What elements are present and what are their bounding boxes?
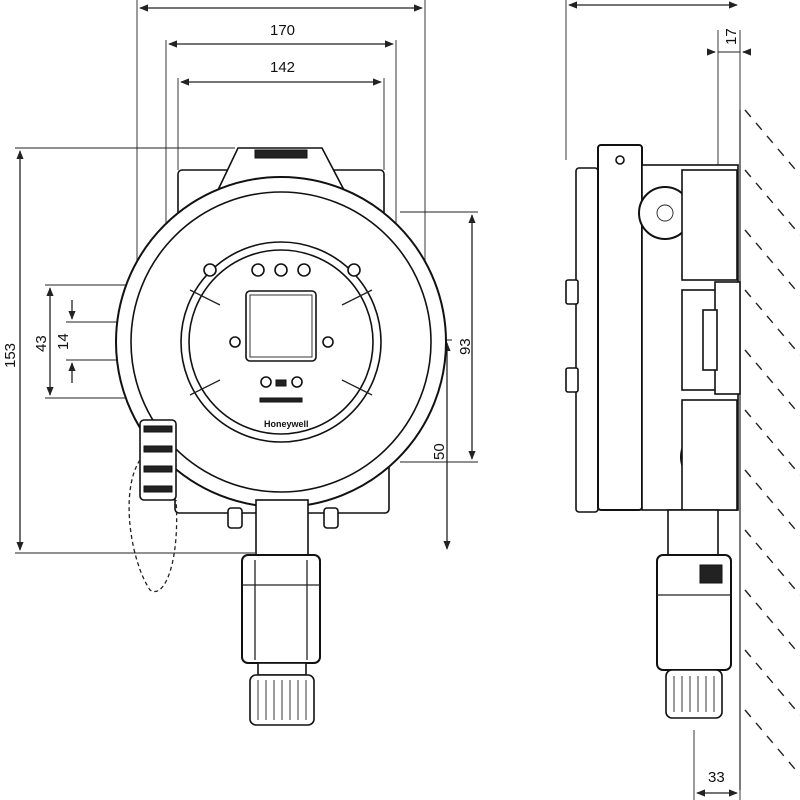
dimension-top: 170 142 bbox=[136, 0, 426, 290]
front-view: 170 142 153 43 14 93 bbox=[2, 0, 478, 726]
dim-14-label: 14 bbox=[55, 333, 72, 350]
dim-142-label: 142 bbox=[270, 59, 295, 76]
dim-33-label: 33 bbox=[708, 769, 725, 786]
dimension-right: 93 50 bbox=[400, 211, 478, 550]
dim-93-label: 93 bbox=[457, 338, 474, 355]
dim-17-label: 17 bbox=[723, 28, 740, 45]
dim-153-label: 153 bbox=[2, 343, 19, 368]
dim-50-label: 50 bbox=[431, 443, 448, 460]
dim-170-label: 170 bbox=[270, 22, 295, 39]
dim-43-label: 43 bbox=[33, 335, 50, 352]
side-view: 17 33 bbox=[565, 0, 800, 800]
dimension-left: 153 43 14 bbox=[2, 147, 255, 554]
brand-label: Honeywell bbox=[264, 419, 309, 429]
